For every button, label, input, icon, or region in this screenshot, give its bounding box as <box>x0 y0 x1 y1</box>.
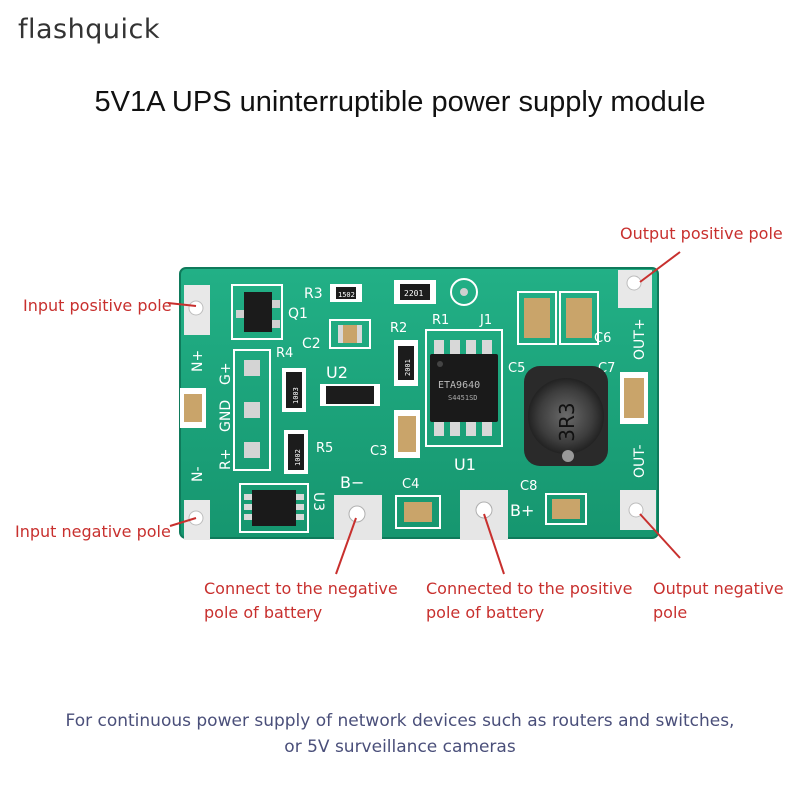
pad-output-positive <box>626 275 642 291</box>
label-output-positive: Output positive pole <box>620 224 783 243</box>
footer-line-1: For continuous power supply of network d… <box>65 711 735 731</box>
arrow-battery-positive <box>483 513 505 575</box>
footer-line-2: or 5V surveillance cameras <box>284 737 516 757</box>
arrow-input-negative <box>169 517 197 527</box>
u1-chip <box>430 354 498 422</box>
label-input-negative: Input negative pole <box>15 522 171 541</box>
silk-out-minus: OUT- <box>632 444 648 478</box>
label-battery-positive: Connected to the positive pole of batter… <box>426 579 633 622</box>
silk-r-plus: R+ <box>218 449 234 470</box>
c7-capacitor <box>624 378 644 418</box>
arrow-output-negative <box>639 513 681 559</box>
u2-chip <box>326 386 374 404</box>
silk-b-minus: B− <box>340 473 364 492</box>
c2-capacitor <box>338 325 362 343</box>
silk-n-plus: N+ <box>190 350 206 372</box>
arrow-input-positive <box>167 302 197 307</box>
pad-battery-negative-hole <box>348 505 366 523</box>
u1-pins-bottom <box>434 420 492 436</box>
svg-text:1502: 1502 <box>338 291 355 299</box>
silk-u1: U1 <box>454 455 476 474</box>
silk-c4: C4 <box>402 477 419 492</box>
pad-output-negative <box>628 502 644 518</box>
svg-text:1003: 1003 <box>292 387 300 404</box>
r-top-resistor <box>400 284 430 300</box>
pad-battery-positive-hole <box>475 501 493 519</box>
silk-r5: R5 <box>316 441 333 456</box>
arrow-output-positive <box>639 251 681 283</box>
c-left-capacitor <box>184 394 202 422</box>
silk-c6: C6 <box>594 331 611 346</box>
leader-lines <box>167 251 681 575</box>
c4-capacitor <box>404 502 432 522</box>
r3-resistor <box>336 287 356 299</box>
silk-r3: R3 <box>304 286 323 302</box>
r4-resistor <box>286 372 302 408</box>
page-title: 5V1A UPS uninterruptible power supply mo… <box>94 86 706 118</box>
label-output-negative: Output negative pole <box>653 579 784 622</box>
label-battery-negative: Connect to the negative pole of battery <box>204 579 398 622</box>
silk-g-plus: G+ <box>218 362 234 385</box>
silk-q1: Q1 <box>288 306 308 322</box>
c8-capacitor <box>552 499 580 519</box>
silk-n-minus: N- <box>190 466 206 482</box>
c6-capacitor <box>566 298 592 338</box>
r2-resistor <box>398 346 414 380</box>
silk-r1: R1 <box>432 313 449 328</box>
u3-chip <box>252 490 296 526</box>
svg-text:1002: 1002 <box>294 449 302 466</box>
pad-input-positive <box>188 300 204 316</box>
silk-j1: J1 <box>479 313 492 328</box>
brand-name: flashquick <box>18 14 160 45</box>
r5-resistor <box>288 434 304 470</box>
label-input-positive: Input positive pole <box>23 296 172 315</box>
inductor-marking: 3R3 <box>555 402 579 441</box>
u1-pins-top <box>434 340 492 356</box>
u1-marking2: S4451SD <box>448 394 478 402</box>
c5-capacitor <box>524 298 550 338</box>
silk-c3: C3 <box>370 444 387 459</box>
c3-capacitor <box>398 416 416 452</box>
silk-r4: R4 <box>276 346 293 361</box>
silk-gnd: GND <box>218 400 234 432</box>
silk-r2: R2 <box>390 321 407 336</box>
header-outline <box>233 349 271 471</box>
j1-test-point <box>450 278 478 306</box>
silk-c5: C5 <box>508 361 525 376</box>
svg-text:2001: 2001 <box>404 359 412 376</box>
silk-c2: C2 <box>302 336 321 352</box>
u1-marking: ETA9640 <box>438 380 480 391</box>
arrow-battery-negative <box>335 517 357 575</box>
q1-body <box>244 292 272 332</box>
footer-caption: For continuous power supply of network d… <box>0 708 800 760</box>
silk-c8: C8 <box>520 479 537 494</box>
inductor-coil <box>528 378 604 454</box>
silk-u3: U3 <box>310 492 326 511</box>
silk-out-plus: OUT+ <box>632 318 648 360</box>
silk-b-plus: B+ <box>510 501 534 520</box>
q1-outline <box>231 284 283 340</box>
u1-outline <box>425 329 503 447</box>
silk-u2: U2 <box>326 363 348 382</box>
svg-text:2201: 2201 <box>404 289 423 298</box>
